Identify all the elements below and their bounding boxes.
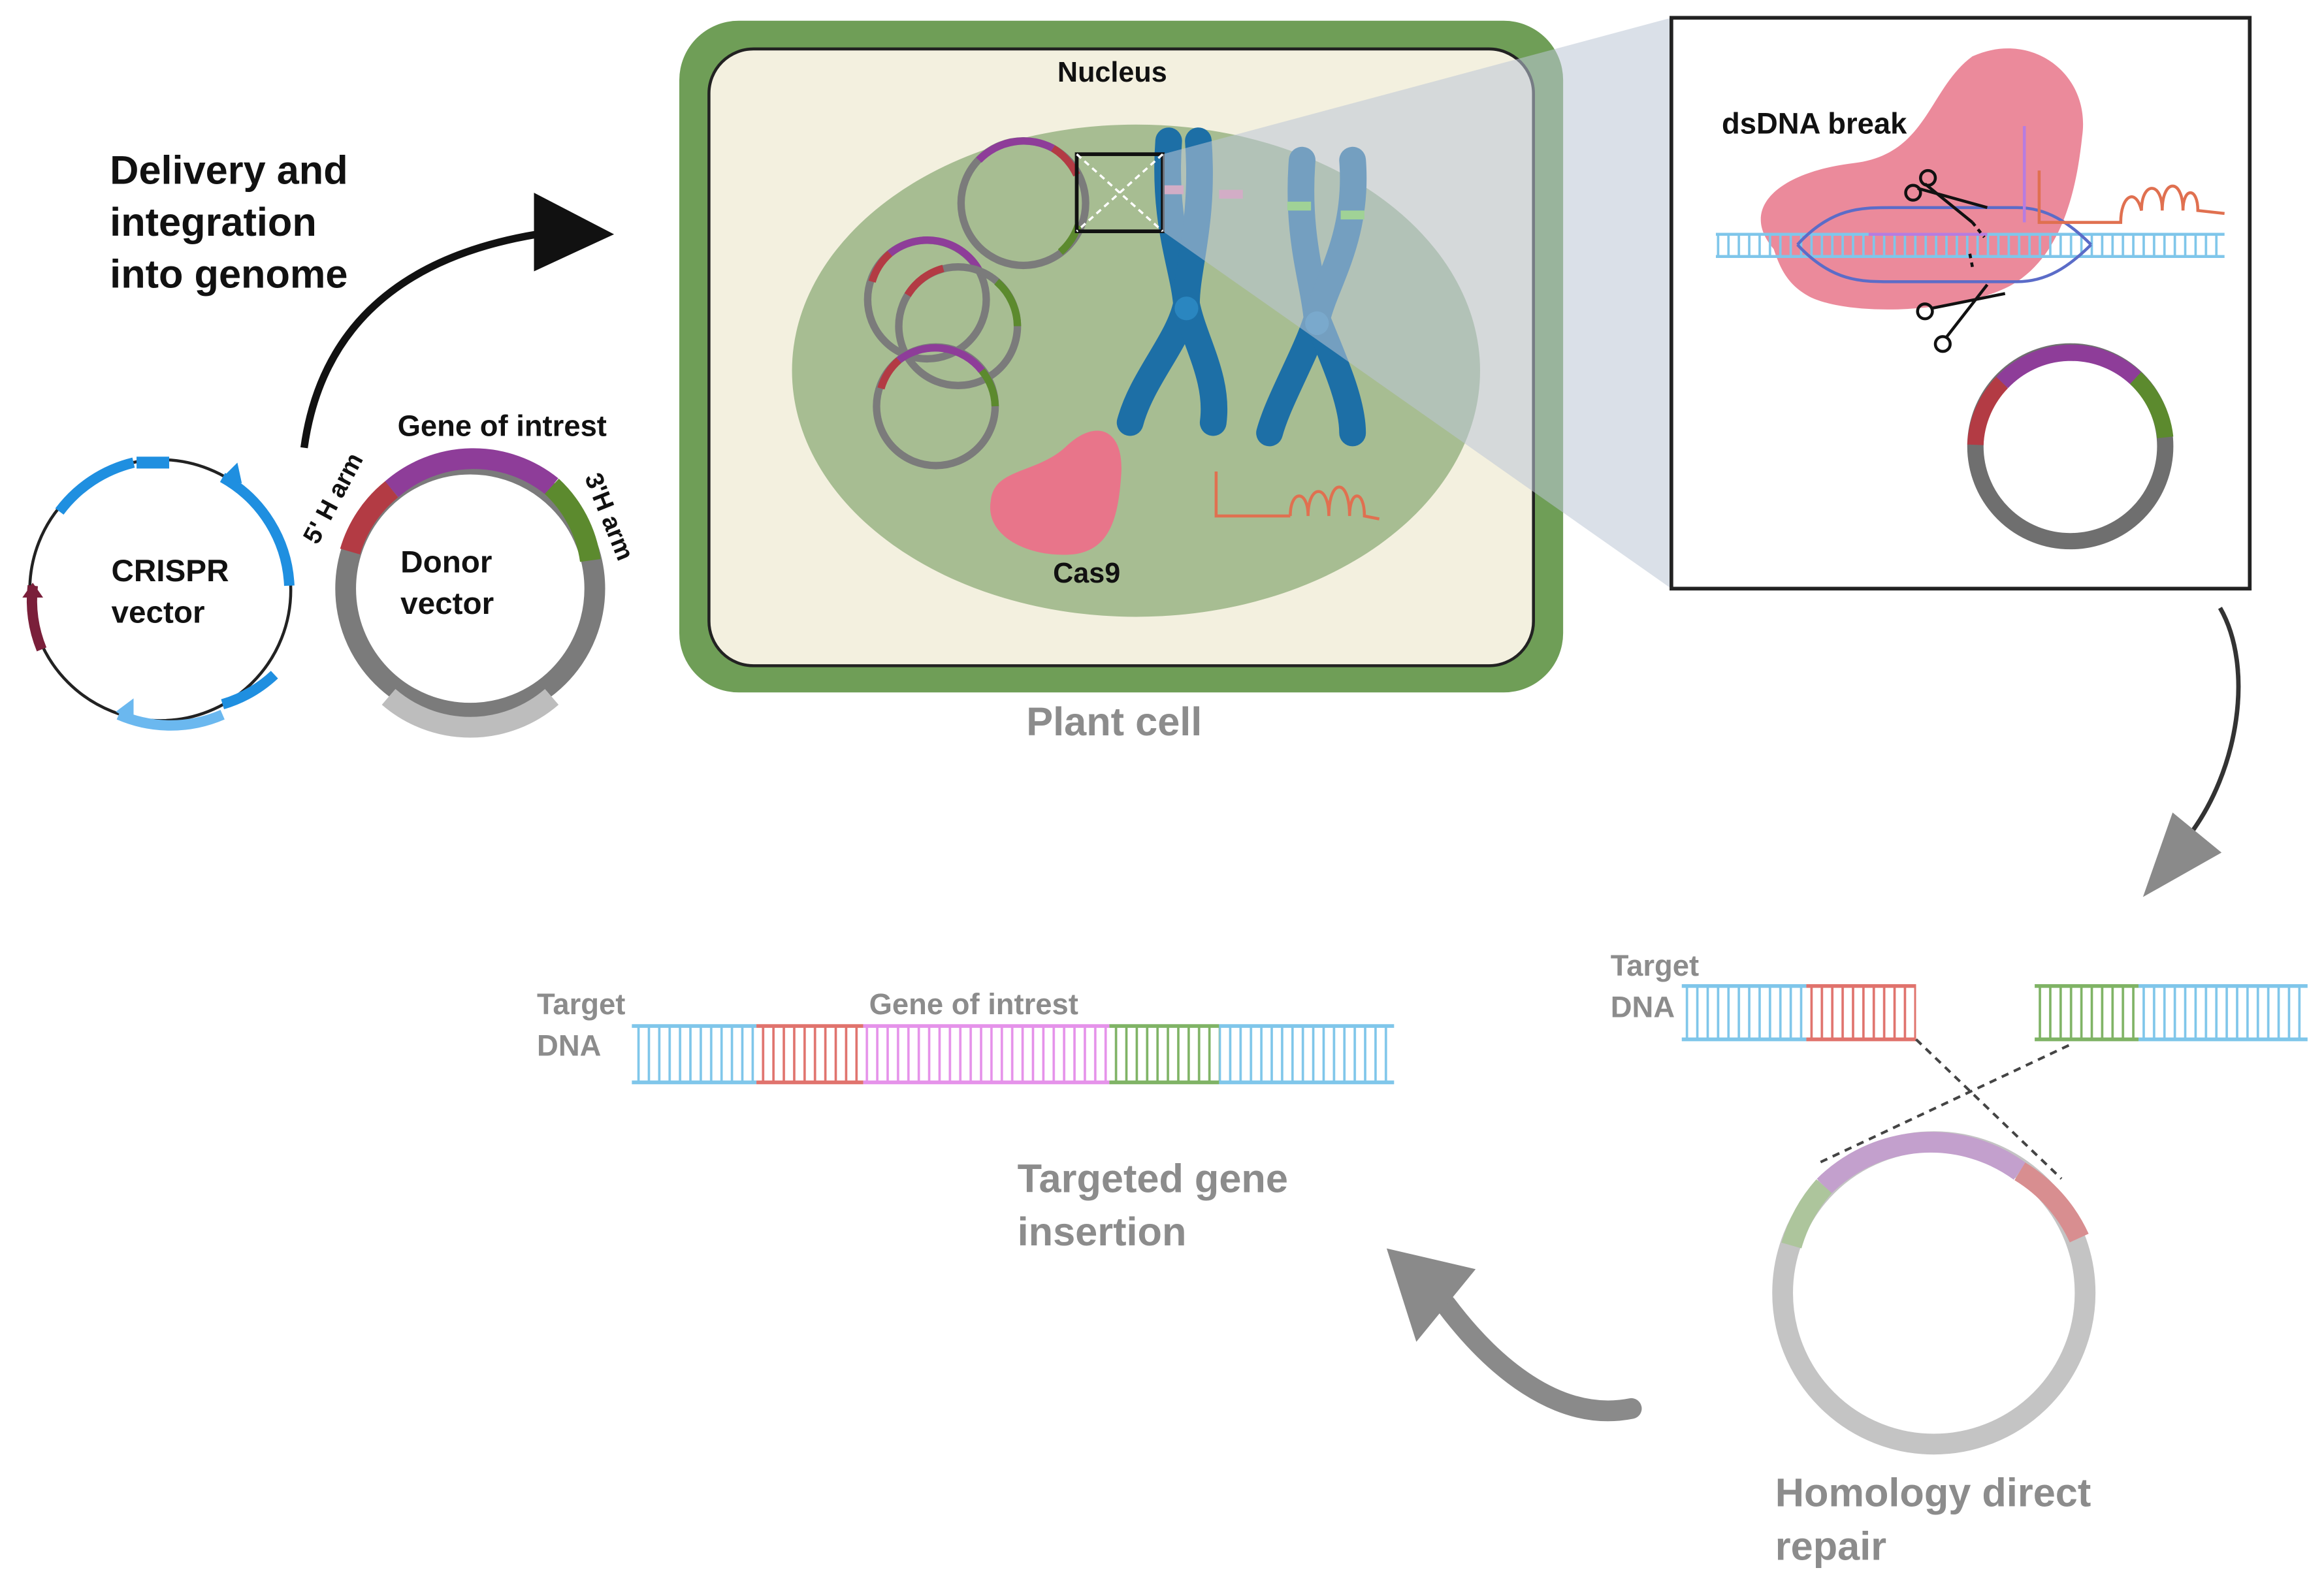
curved-arrow-icon	[1386, 1248, 1642, 1422]
donor-label-1: Donor	[400, 545, 492, 579]
cas9-protein	[990, 430, 1122, 555]
donor-vector: Donor vector Gene of intrest 5' H arm 3'…	[298, 409, 639, 738]
scissors-icon	[1904, 168, 1988, 238]
hdr-label-2: repair	[1775, 1524, 1886, 1568]
target-dna-left-label-2: DNA	[537, 1029, 601, 1062]
zoom-projection	[1163, 18, 1671, 589]
gene-of-interest-top-label: Gene of intrest	[398, 409, 607, 442]
hdr-donor-plasmid	[1772, 1131, 2096, 1455]
hdr-label-1: Homology direct	[1775, 1471, 2091, 1515]
tgi-label-2: insertion	[1018, 1209, 1187, 1254]
delivery-arrow-icon	[300, 193, 615, 449]
crispr-label-1: CRISPR	[111, 554, 229, 588]
target-dna-left-label-1: Target	[537, 987, 625, 1021]
donor-label-2: vector	[400, 586, 494, 621]
target-dna-broken	[1681, 984, 2308, 1042]
delivery-label-1: Delivery and	[110, 148, 347, 193]
crossover-lines	[1816, 1038, 2070, 1180]
target-dna-right-label-1: Target	[1611, 949, 1699, 982]
nucleus-label: Nucleus	[1057, 57, 1167, 88]
inserted-dna	[632, 1024, 1395, 1085]
scissors-icon	[1916, 251, 2006, 353]
crispr-vector: CRISPR vector	[22, 456, 295, 731]
guide-rna-nucleus	[1214, 471, 1380, 520]
donor-plasmids	[863, 137, 1089, 470]
delivery-label-2: integration	[110, 200, 317, 244]
delivery-label-3: into genome	[110, 251, 347, 296]
gene-of-interest-bottom-label: Gene of intrest	[869, 987, 1078, 1021]
inset-panel	[1670, 16, 2252, 591]
crispr-label-2: vector	[111, 596, 204, 630]
target-dna-right-label-2: DNA	[1611, 990, 1675, 1023]
cas9-label: Cas9	[1053, 558, 1120, 589]
tgi-label-1: Targeted gene	[1018, 1156, 1288, 1200]
plant-cell-label: Plant cell	[1026, 699, 1202, 744]
curved-arrow-icon	[2142, 607, 2241, 897]
dsdna-break-label: dsDNA break	[1722, 106, 1907, 140]
